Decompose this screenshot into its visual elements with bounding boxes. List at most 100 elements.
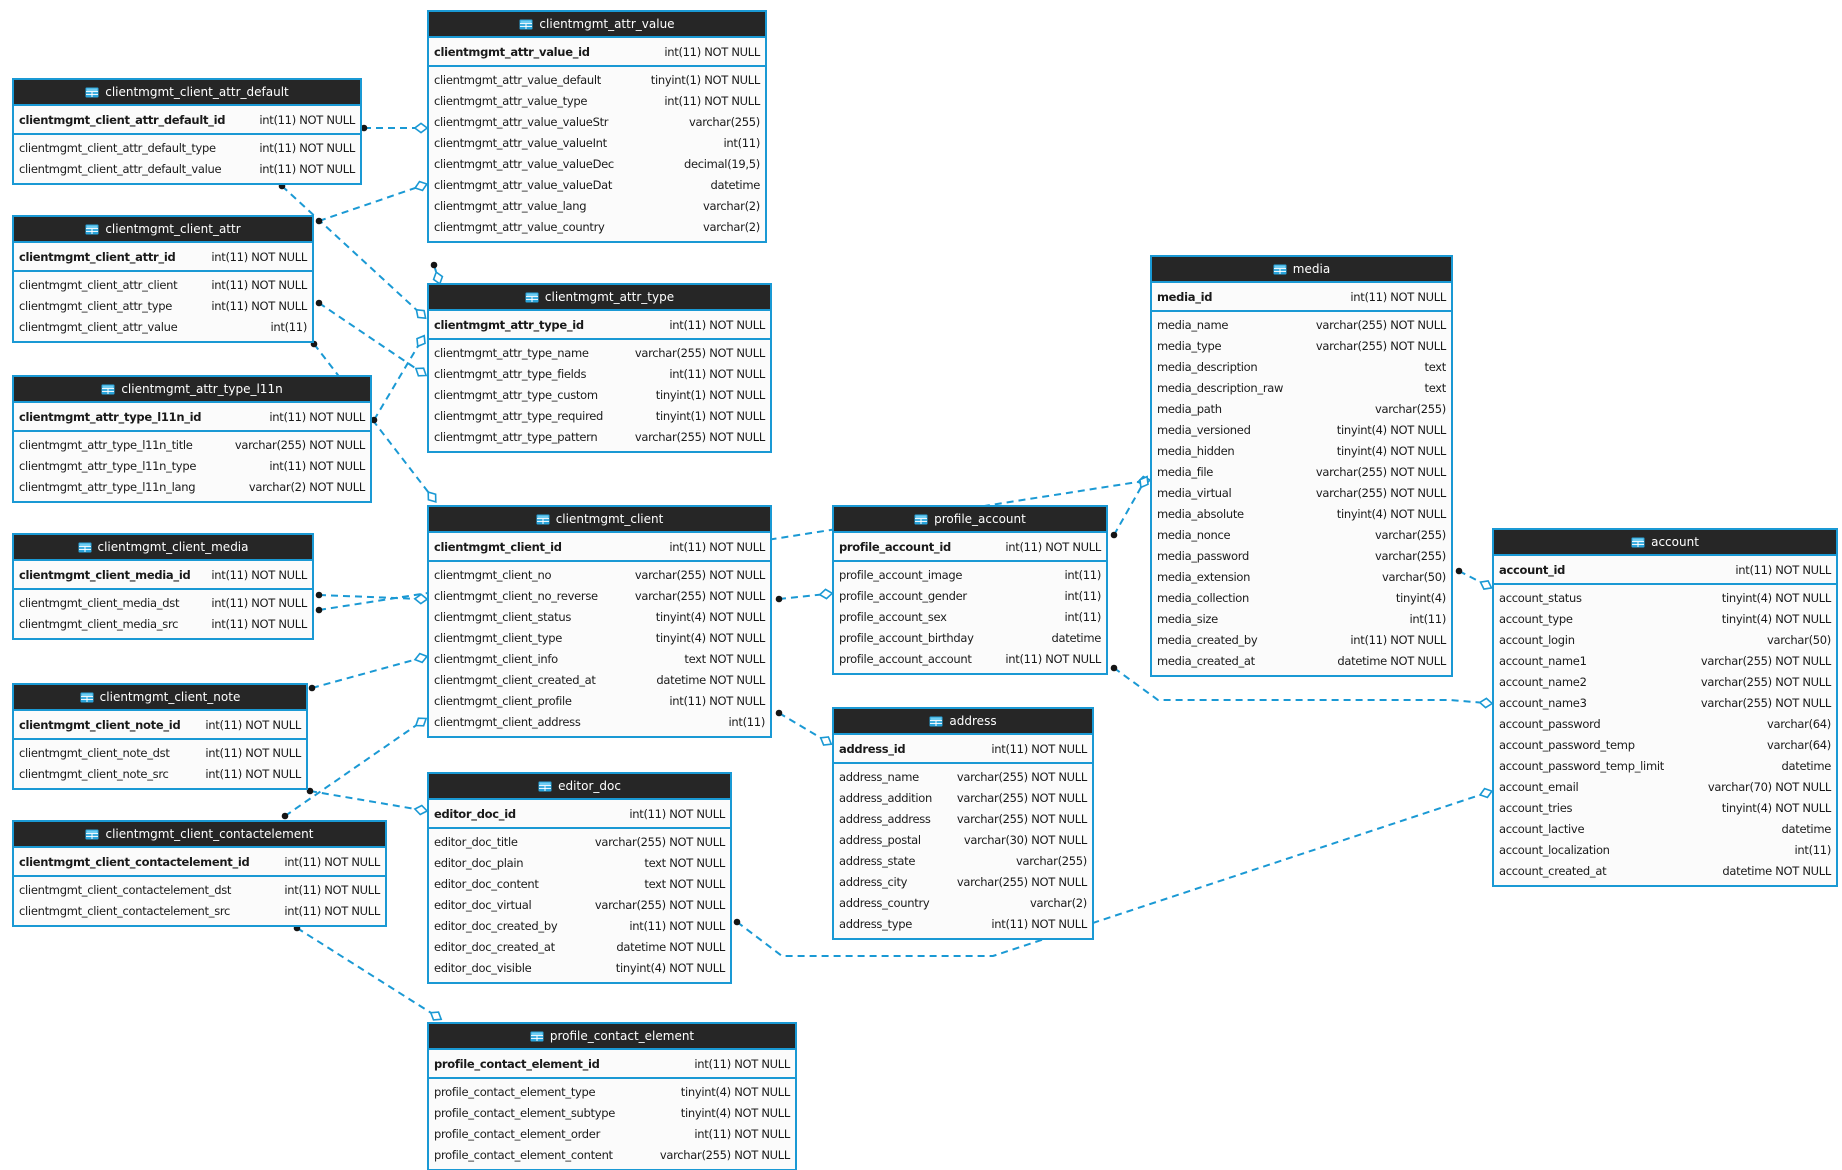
relationship-line-profile_account-media[interactable] <box>1113 481 1145 536</box>
table-title: media <box>1292 262 1331 276</box>
column-type: text NOT NULL <box>644 877 725 891</box>
table-card-clientmgmt_client_contactelement[interactable]: clientmgmt_client_contactelement clientmg… <box>12 820 387 927</box>
column-name: clientmgmt_client_profile <box>434 694 572 708</box>
relationship-line-clientmgmt_attr_type_l11n-clientmgmt_attr_type[interactable] <box>373 340 422 421</box>
column-name: clientmgmt_client_contactelement_src <box>19 904 231 918</box>
column-name: account_password_temp <box>1499 738 1635 752</box>
relationship-line-clientmgmt_client_contactelement-clientmgmt_client[interactable] <box>284 721 422 817</box>
column-type: datetime <box>1051 631 1101 645</box>
column-name: editor_doc_visible <box>434 961 532 975</box>
relationship-diamond <box>413 122 429 134</box>
relationship-line-clientmgmt_client_note-clientmgmt_client[interactable] <box>311 657 422 689</box>
table-card-clientmgmt_attr_type[interactable]: clientmgmt_attr_type clientmgmt_attr_type… <box>427 283 772 453</box>
table-header[interactable]: media <box>1152 257 1451 283</box>
pk-name: clientmgmt_attr_type_l11n_id <box>19 409 202 424</box>
table-header[interactable]: editor_doc <box>429 774 730 800</box>
table-card-clientmgmt_attr_type_l11n[interactable]: clientmgmt_attr_type_l11n clientmgmt_attr… <box>12 375 372 503</box>
relationship-line-profile_account-account[interactable] <box>1113 667 1487 704</box>
relationship-diamond <box>1479 580 1493 590</box>
table-card-clientmgmt_attr_value[interactable]: clientmgmt_attr_value clientmgmt_attr_val… <box>427 10 767 243</box>
relationship-line-editor_doc-account[interactable] <box>736 792 1487 957</box>
relationship-line-clientmgmt_client_media-clientmgmt_client[interactable] <box>318 594 422 600</box>
relationship-line-clientmgmt_client-address[interactable] <box>778 712 827 742</box>
column-name: media_versioned <box>1157 423 1251 437</box>
table-header[interactable]: clientmgmt_client_contactelement <box>14 822 385 848</box>
pk-name: clientmgmt_client_attr_default_id <box>19 112 226 127</box>
table-card-clientmgmt_client_media[interactable]: clientmgmt_client_media clientmgmt_client… <box>12 533 314 640</box>
relationship-dot <box>360 124 368 132</box>
table-header[interactable]: clientmgmt_client <box>429 507 770 533</box>
table-header[interactable]: clientmgmt_attr_value <box>429 12 765 38</box>
column-type: varchar(255) NOT NULL <box>234 438 365 452</box>
table-title: clientmgmt_attr_type_l11n <box>121 382 283 396</box>
relationship-line-clientmgmt_client_contactelement-profile_contact_element[interactable] <box>296 927 437 1017</box>
relationship-line-clientmgmt_client_attr_default-clientmgmt_attr_type[interactable] <box>281 185 422 315</box>
column-name: media_extension <box>1157 570 1251 584</box>
column-type: datetime NOT NULL <box>1337 654 1446 668</box>
column-name: clientmgmt_client_address <box>434 715 581 729</box>
table-header[interactable]: clientmgmt_client_media <box>14 535 312 561</box>
relationship-line-clientmgmt_client-profile_account[interactable] <box>778 593 827 600</box>
table-header[interactable]: clientmgmt_client_attr_default <box>14 80 360 106</box>
column-name: address_addition <box>839 791 933 805</box>
column-type: int(11) <box>270 320 308 334</box>
column-type: int(11) NOT NULL <box>211 617 307 631</box>
table-header[interactable]: clientmgmt_client_note <box>14 685 306 711</box>
table-header[interactable]: clientmgmt_client_attr <box>14 217 312 243</box>
relationship-dot <box>1455 567 1463 575</box>
column-type: varchar(255) NOT NULL <box>594 898 725 912</box>
relationship-dot <box>315 591 323 599</box>
table-header[interactable]: address <box>834 709 1092 735</box>
table-card-clientmgmt_client_note[interactable]: clientmgmt_client_note clientmgmt_client_… <box>12 683 308 790</box>
column-name: media_description_raw <box>1157 381 1284 395</box>
table-header[interactable]: profile_contact_element <box>429 1024 795 1050</box>
pk-name: clientmgmt_client_media_id <box>19 567 191 582</box>
column-type: tinyint(4) NOT NULL <box>1336 507 1447 521</box>
table-header[interactable]: clientmgmt_attr_type <box>429 285 770 311</box>
column-name: editor_doc_plain <box>434 856 524 870</box>
relationship-line-clientmgmt_client_note-editor_doc[interactable] <box>309 790 422 811</box>
column-type: int(11) NOT NULL <box>269 459 365 473</box>
table-card-profile_contact_element[interactable]: profile_contact_element profile_contact_e… <box>427 1022 797 1170</box>
table-header[interactable]: account <box>1494 530 1836 556</box>
table-header[interactable]: clientmgmt_attr_type_l11n <box>14 377 370 403</box>
column-name: media_virtual <box>1157 486 1232 500</box>
column-name: media_file <box>1157 465 1214 479</box>
relationship-dot <box>308 684 316 692</box>
relationship-line-clientmgmt_client_attr-clientmgmt_attr_value[interactable] <box>318 185 422 222</box>
column-name: media_absolute <box>1157 507 1244 521</box>
column-name: account_tries <box>1499 801 1573 815</box>
column-type: tinyint(4) NOT NULL <box>1721 801 1832 815</box>
column-type: int(11) <box>1064 568 1102 582</box>
column-type: tinyint(4) NOT NULL <box>1721 591 1832 605</box>
relationship-line-clientmgmt_client_attr-clientmgmt_attr_type[interactable] <box>318 302 422 373</box>
table-header[interactable]: profile_account <box>834 507 1106 533</box>
column-name: clientmgmt_client_note_dst <box>19 746 170 760</box>
